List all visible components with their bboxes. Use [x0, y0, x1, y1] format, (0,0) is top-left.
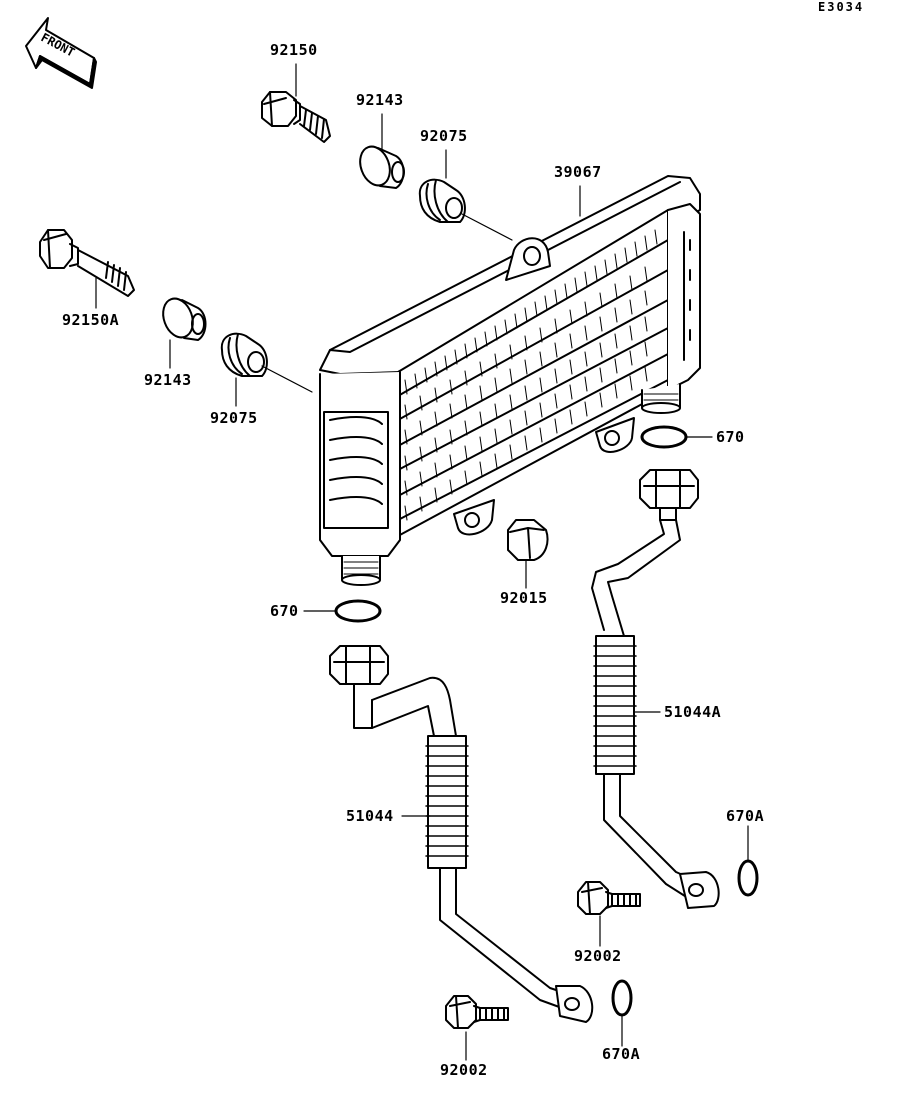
label-bolt-lower: 92002	[440, 1061, 488, 1079]
label-oring-small-right: 670A	[726, 807, 765, 825]
grommet-upper-icon	[418, 178, 466, 223]
collar-upper-icon	[359, 145, 405, 189]
label-oring-right: 670	[716, 428, 745, 446]
diagram-code: E3034	[818, 0, 865, 14]
label-bolt-upper: 92150	[270, 41, 318, 59]
bolt-lower-icon	[445, 995, 509, 1029]
label-collar-upper: 92143	[356, 91, 404, 109]
oring-left-icon	[334, 599, 382, 623]
leader-lines	[95, 63, 749, 1061]
label-bolt-lower-right: 92002	[574, 947, 622, 965]
label-oil-cooler: 39067	[554, 163, 602, 181]
oring-small-right-icon	[737, 859, 759, 897]
collar-left-icon	[162, 297, 207, 341]
label-bolt-left: 92150A	[62, 311, 120, 329]
hose-right-icon	[591, 469, 720, 909]
oring-right-icon	[640, 425, 688, 449]
label-hose-right: 51044A	[664, 703, 722, 721]
cap-icon	[507, 519, 549, 561]
oil-cooler-icon	[319, 175, 701, 586]
label-cap: 92015	[500, 589, 548, 607]
bolt-upper-icon	[261, 91, 331, 143]
label-oring-left: 670	[270, 602, 299, 620]
label-oring-small-lower: 670A	[602, 1045, 641, 1063]
label-hose-left: 51044	[346, 807, 394, 825]
bolt-lower-right-icon	[577, 881, 641, 915]
front-arrow-icon: FRONT	[25, 17, 97, 89]
hose-left-icon	[329, 645, 594, 1023]
bolt-left-icon	[39, 229, 135, 297]
label-collar-left: 92143	[144, 371, 192, 389]
grommet-left-icon	[220, 332, 268, 377]
oring-small-lower-icon	[611, 979, 633, 1017]
label-grommet-left: 92075	[210, 409, 258, 427]
label-grommet-upper: 92075	[420, 127, 468, 145]
